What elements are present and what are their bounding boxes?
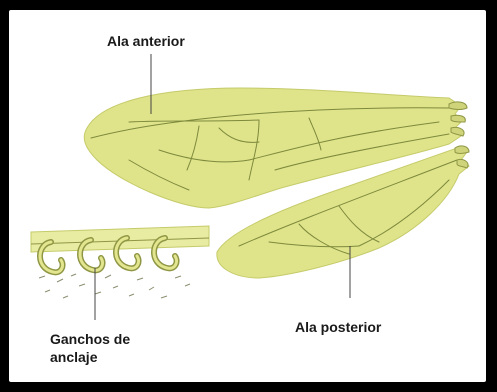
- hindwing-label: Ala posterior: [295, 318, 381, 336]
- hooks-label: Ganchos de anclaje: [50, 330, 130, 366]
- hair-texture: [39, 274, 190, 298]
- diagram-frame: Ala anterior Ala posterior Ganchos de an…: [9, 10, 486, 382]
- wing-diagram: [9, 10, 486, 382]
- hooks-label-line2: anclaje: [50, 348, 130, 366]
- forewing-label: Ala anterior: [107, 32, 185, 50]
- hooks-detail: [31, 226, 209, 298]
- forewing-base: [449, 102, 467, 136]
- hooks-label-line1: Ganchos de: [50, 330, 130, 348]
